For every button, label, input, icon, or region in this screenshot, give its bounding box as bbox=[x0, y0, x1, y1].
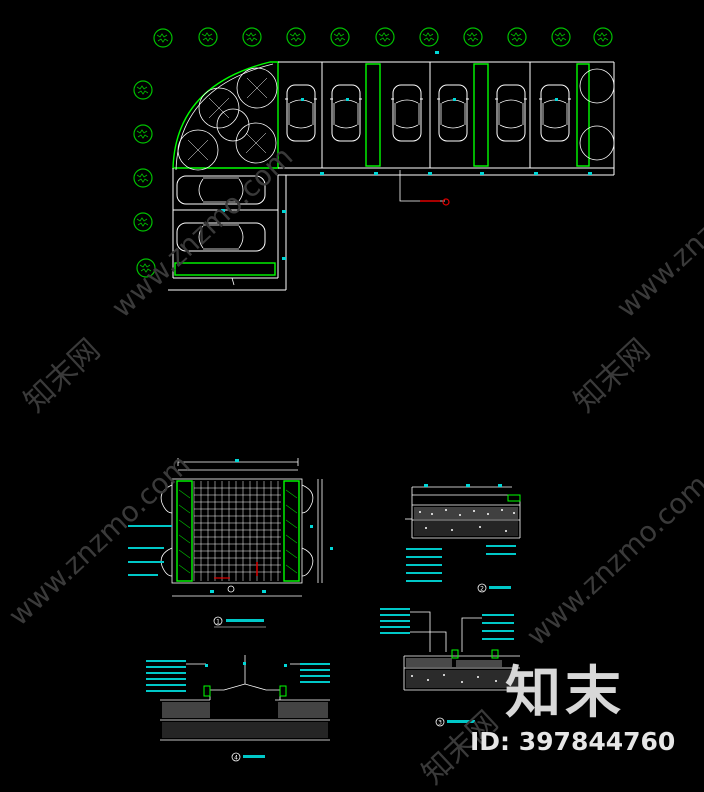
tree-symbol-icon bbox=[133, 124, 153, 144]
tree-symbol-icon bbox=[375, 27, 395, 47]
tree-symbol-icon bbox=[593, 27, 613, 47]
parking-plan bbox=[133, 27, 615, 291]
car-symbol-icon bbox=[390, 84, 424, 142]
tree-symbol-icon bbox=[242, 27, 262, 47]
tree-symbol-icon bbox=[153, 28, 173, 48]
tree-symbol-icon bbox=[286, 27, 306, 47]
section-b-hatch bbox=[406, 658, 518, 688]
detail-section-b: 3 bbox=[380, 608, 520, 727]
section-a-dims bbox=[424, 484, 502, 487]
section-a-edge bbox=[507, 494, 521, 502]
car-symbol-icon bbox=[329, 84, 363, 142]
planter-strip-bottom bbox=[174, 262, 276, 276]
detail-plan-paving: 1 bbox=[128, 458, 333, 628]
section-c-hatch bbox=[162, 702, 328, 738]
plan-planter-hatch bbox=[178, 489, 298, 574]
detail-title-plan: 1 bbox=[213, 616, 266, 628]
detail-title-section-c: 4 bbox=[231, 752, 265, 762]
tree-row-top bbox=[153, 27, 613, 48]
section-b-aggregate bbox=[411, 674, 497, 683]
car-symbol-icon bbox=[284, 84, 318, 142]
section-a-hatch bbox=[414, 507, 518, 536]
detail-title-section-b: 3 bbox=[435, 717, 475, 727]
svg-text:1: 1 bbox=[216, 619, 220, 626]
plan-section-marker bbox=[227, 585, 235, 593]
car-symbol-icon bbox=[436, 84, 470, 142]
svg-text:3: 3 bbox=[438, 720, 442, 727]
tree-symbol-icon bbox=[330, 27, 350, 47]
planter-trees bbox=[579, 68, 615, 161]
parking-row-top bbox=[278, 61, 615, 176]
plan-dimension-marks bbox=[210, 459, 333, 593]
tree-symbol-icon bbox=[507, 27, 527, 47]
dimension-marks bbox=[221, 51, 592, 260]
detail-title-section-a: 2 bbox=[477, 583, 511, 593]
planter-strips bbox=[365, 63, 590, 167]
car-symbol-icon bbox=[494, 84, 528, 142]
tree-symbol-icon bbox=[133, 80, 153, 100]
svg-text:2: 2 bbox=[480, 586, 484, 593]
tree-symbol-icon bbox=[133, 212, 153, 232]
section-b-curb bbox=[451, 649, 499, 659]
svg-text:4: 4 bbox=[234, 755, 238, 762]
paving-grid bbox=[193, 481, 281, 581]
leader-mark bbox=[231, 277, 235, 286]
plan-planters bbox=[176, 480, 300, 582]
section-c-dims bbox=[205, 662, 287, 667]
callout-leader bbox=[399, 170, 450, 206]
parking-column-side bbox=[168, 168, 287, 291]
tree-column-left bbox=[133, 80, 156, 278]
section-a-labels bbox=[406, 545, 516, 582]
section-b-labels bbox=[380, 608, 514, 640]
tree-symbol-icon bbox=[133, 168, 153, 188]
section-c-curb bbox=[203, 685, 287, 697]
tree-symbol-icon bbox=[419, 27, 439, 47]
plan-side-trees bbox=[160, 484, 314, 577]
cars-top-row bbox=[284, 84, 572, 142]
section-a-aggregate bbox=[419, 509, 515, 532]
image-id-label: ID: 397844760 bbox=[470, 727, 676, 756]
car-symbol-icon bbox=[538, 84, 572, 142]
tree-symbol-icon bbox=[463, 27, 483, 47]
brand-watermark: 知末 bbox=[505, 661, 625, 726]
tree-symbol-icon bbox=[198, 27, 218, 47]
detail-section-a: 2 bbox=[405, 484, 521, 593]
corner-planter bbox=[172, 61, 279, 171]
plan-labels-left bbox=[128, 525, 172, 576]
section-c-labels-left bbox=[146, 660, 330, 692]
detail-section-c: 4 bbox=[146, 655, 330, 762]
tree-symbol-icon bbox=[551, 27, 571, 47]
